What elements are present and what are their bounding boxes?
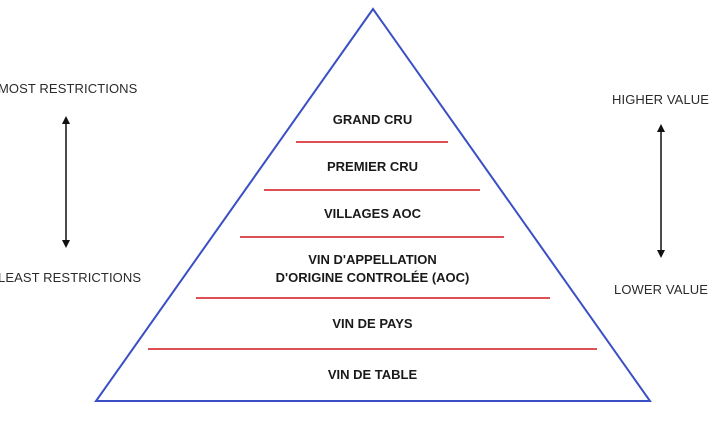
tier-label-vin-de-table: VIN DE TABLE bbox=[327, 367, 418, 382]
pyramid-outline bbox=[94, 7, 652, 402]
tier-label-premier-cru: PREMIER CRU bbox=[326, 159, 418, 174]
left-axis-bottom-label: LEAST RESTRICTIONS bbox=[0, 270, 142, 285]
right-axis-top-label: HIGHER VALUE bbox=[612, 92, 710, 107]
right-axis-bottom-label: LOWER VALUE bbox=[614, 282, 709, 297]
tier-label-vin-de-pays: VIN DE PAYS bbox=[332, 316, 413, 331]
tier-label-grand-cru: GRAND CRU bbox=[332, 112, 413, 127]
left-axis-top-label: MOST RESTRICTIONS bbox=[0, 81, 138, 96]
tier-label-villages-aoc: VILLAGES AOC bbox=[323, 206, 422, 221]
tier-label-aoc-line2: D'ORIGINE CONTROLÉE (AOC) bbox=[275, 270, 470, 285]
tier-label-aoc-line1: VIN D'APPELLATION bbox=[308, 252, 437, 267]
